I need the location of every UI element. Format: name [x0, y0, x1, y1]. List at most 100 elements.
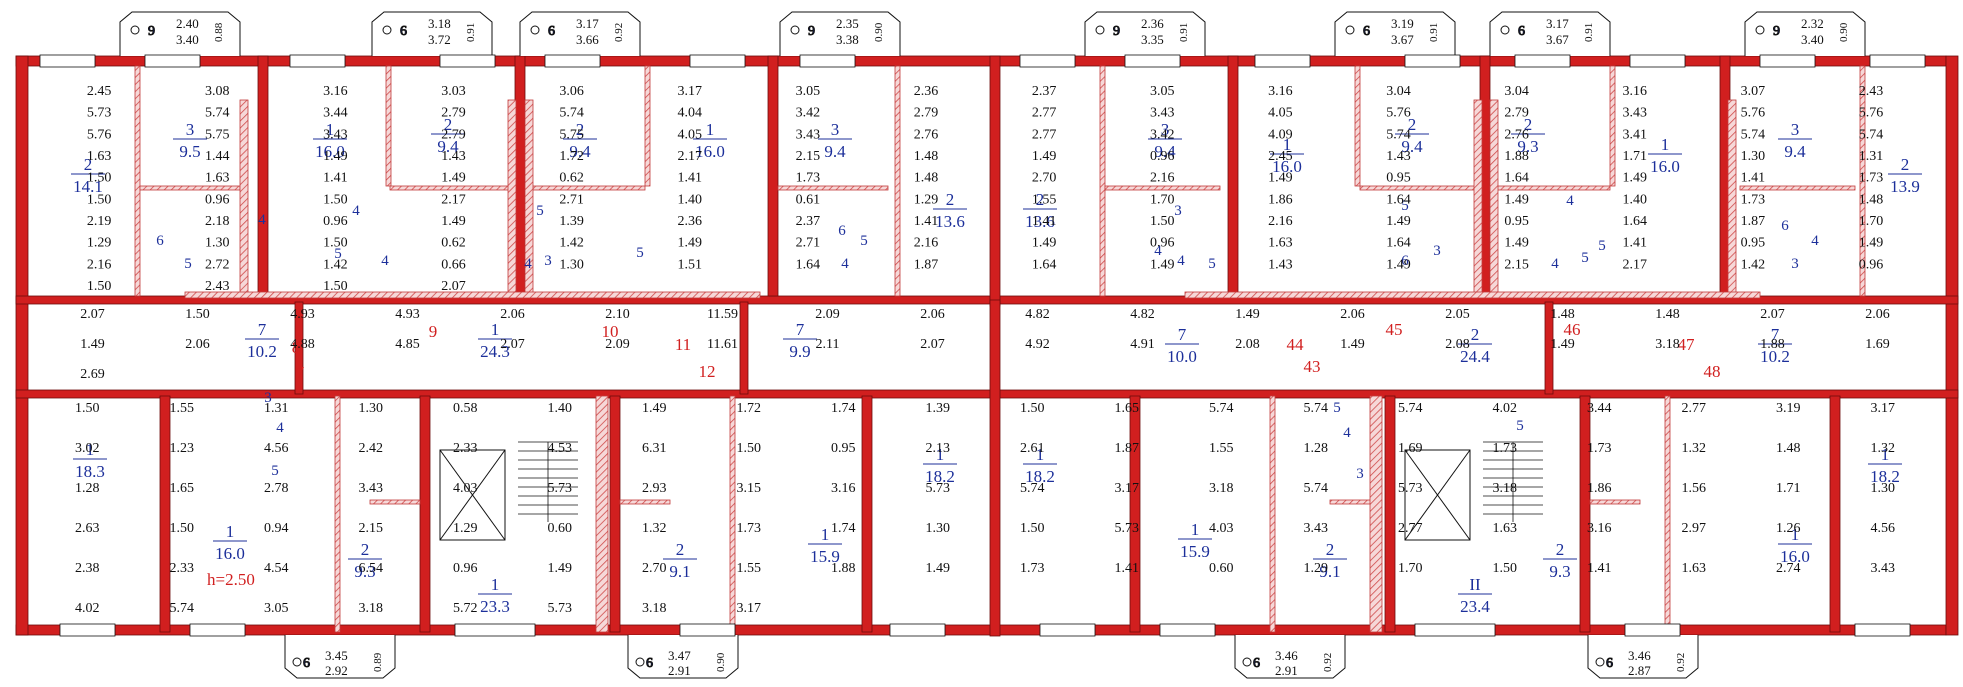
dimension-label: 2.74	[1776, 561, 1801, 576]
small-room-number: 3	[1433, 243, 1441, 259]
dimension-label: 1.55	[1209, 441, 1234, 456]
partition	[507, 99, 517, 297]
dimension-label: 1.49	[1032, 236, 1057, 251]
dimension-label: 1.44	[205, 149, 230, 164]
dimension-label: 2.06	[185, 337, 210, 352]
dimension-label: 4.91	[1130, 337, 1155, 352]
dimension-label: 1.49	[1504, 192, 1529, 207]
partition	[1739, 185, 1856, 191]
dimension-label: 2.79	[441, 127, 466, 142]
room-number: 2	[361, 540, 370, 559]
dimension-label: 2.06	[500, 307, 525, 322]
room-number: 1	[326, 120, 335, 139]
marker-label: 8	[292, 338, 301, 357]
room-number: 2	[1036, 190, 1045, 209]
dimension-label: 3.16	[1622, 84, 1647, 99]
marker-label: 46	[1564, 320, 1581, 339]
room-number: 7	[1178, 325, 1187, 344]
dimension-label: 1.26	[1776, 521, 1801, 536]
dimension-label: 5.74	[1741, 127, 1766, 142]
dimension-label: 2.45	[1268, 149, 1293, 164]
partition	[1727, 99, 1737, 297]
balcony-number: 6	[400, 24, 407, 39]
small-room-number: 5	[1581, 250, 1589, 266]
dimension-label: 1.41	[1587, 561, 1612, 576]
room-number: 2	[676, 540, 685, 559]
dimension-label: 3.44	[323, 106, 348, 121]
room-label: 116.0	[213, 522, 247, 563]
dimension-label: 1.87	[914, 257, 939, 272]
room-area: 18.2	[1870, 467, 1900, 486]
room-area: 9.3	[354, 562, 375, 581]
dimension-label: 3.08	[205, 84, 230, 99]
dimension-label: 2.09	[815, 307, 840, 322]
room-area: 18.2	[1025, 467, 1055, 486]
balcony-number: 6	[303, 656, 310, 671]
balcony-dim: 2.36	[1141, 16, 1164, 31]
balcony-dim: 3.47	[668, 648, 691, 663]
balcony-number: 6	[1363, 24, 1370, 39]
room-area: 10.0	[1167, 347, 1197, 366]
room-label: 39.4	[1148, 120, 1182, 161]
small-room-number: 6	[1401, 253, 1409, 269]
balcony-dim: 3.40	[176, 32, 199, 47]
dimension-label: 3.02	[75, 441, 100, 456]
dimension-label: 4.93	[290, 307, 315, 322]
dimension-label: 1.49	[1235, 307, 1260, 322]
dimension-label: 1.30	[1871, 481, 1896, 496]
balcony-dim: 3.45	[325, 648, 348, 663]
window	[679, 623, 736, 637]
dimension-label: 2.33	[453, 441, 478, 456]
dimension-label: 3.16	[831, 481, 856, 496]
balcony-dim: 0.90	[715, 652, 727, 672]
dimension-label: 2.36	[677, 214, 702, 229]
partition	[1489, 99, 1499, 297]
marker-label: 48	[1704, 362, 1721, 381]
dimension-label: 1.41	[1622, 236, 1647, 251]
dimension-label: 1.86	[1587, 481, 1612, 496]
room-area: 16.0	[695, 142, 725, 161]
window	[1124, 54, 1181, 68]
room-number: 1	[936, 445, 945, 464]
balcony-dim: 0.91	[465, 23, 477, 42]
dimension-label: 2.13	[926, 441, 951, 456]
wall	[1579, 395, 1591, 633]
dimension-label: 2.16	[1268, 214, 1293, 229]
small-room-number: 3	[1174, 203, 1182, 219]
room-number: 2	[946, 190, 955, 209]
dimension-label: 0.96	[323, 214, 348, 229]
dimension-label: 2.45	[87, 84, 112, 99]
room-label: 116.0	[693, 120, 727, 161]
balcony-dim: 0.90	[873, 22, 885, 42]
dimension-label: 1.64	[1032, 257, 1057, 272]
room-area: 13.6	[935, 212, 965, 231]
room-area: 9.4	[824, 142, 846, 161]
room-area: 15.9	[810, 547, 840, 566]
balcony-dim: 3.17	[576, 16, 599, 31]
small-room-number: 4	[381, 253, 389, 269]
dimension-label: 1.73	[1493, 441, 1518, 456]
dimension-label: 1.74	[831, 401, 856, 416]
dimension-label: 0.61	[796, 192, 821, 207]
dimension-label: 5.76	[87, 127, 112, 142]
dimension-label: 1.48	[1655, 307, 1680, 322]
dimension-label: 1.73	[796, 171, 821, 186]
wall	[1384, 395, 1396, 633]
dimension-label: 1.42	[559, 236, 584, 251]
small-room-number: 4	[1566, 193, 1574, 209]
dimension-label: 1.86	[1268, 192, 1293, 207]
dimension-label: 0.96	[1150, 236, 1175, 251]
dimension-label: 2.93	[642, 481, 667, 496]
dimension-label: 3.42	[796, 106, 821, 121]
dimension-label: 1.40	[1622, 192, 1647, 207]
room-number: 1	[1791, 525, 1800, 544]
room-number: 1	[1661, 135, 1670, 154]
balcony-dim: 0.92	[1322, 653, 1334, 672]
wall	[419, 395, 431, 633]
dimension-label: 1.30	[1741, 149, 1766, 164]
partition	[729, 395, 736, 633]
dimension-label: 2.11	[816, 337, 840, 352]
